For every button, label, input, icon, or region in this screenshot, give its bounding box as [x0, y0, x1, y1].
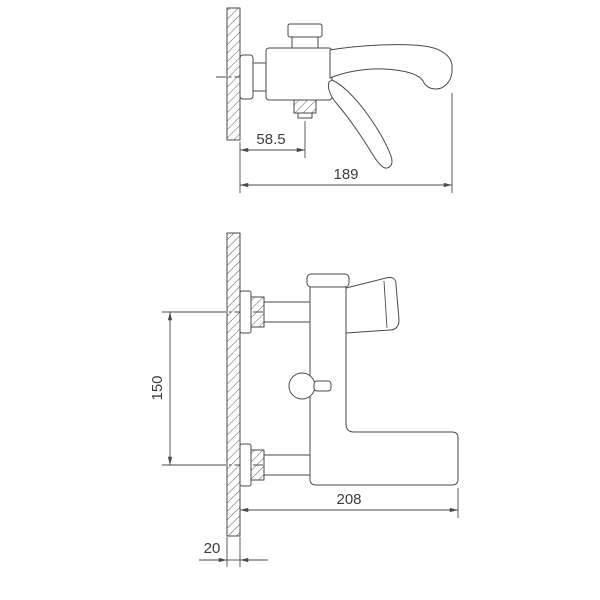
- dimension-label-overall-depth: 189: [333, 166, 358, 183]
- top-connector-nut: [250, 296, 265, 328]
- bottom-connector-nut: [250, 449, 265, 481]
- handle-contour-line: [383, 280, 388, 329]
- top-wall-flange: [239, 290, 252, 334]
- side-view: [216, 7, 453, 169]
- front-view: [216, 232, 459, 537]
- side-view-dimensions: 58.5 189: [239, 93, 453, 193]
- diverter-lever: [313, 380, 332, 392]
- wall-flange-side: [239, 54, 254, 100]
- dimension-label-wall-to-outlet: 58.5: [256, 131, 285, 148]
- spout-side: [329, 44, 453, 90]
- faucet-body-side: [265, 47, 333, 101]
- bottom-wall-flange: [239, 443, 252, 487]
- cartridge-cap-side: [287, 23, 323, 38]
- dimension-label-inlet-spacing: 150: [149, 375, 166, 400]
- bottom-inlet-stub: [263, 454, 313, 476]
- dimension-label-wall-thickness: 20: [204, 540, 221, 557]
- connector-nut-side: [252, 62, 268, 92]
- cartridge-cap-front: [306, 273, 350, 288]
- faucet-body-front: [309, 283, 459, 486]
- top-inlet-stub: [263, 301, 313, 323]
- dimension-label-overall-length: 208: [336, 491, 361, 508]
- diverter-knob: [288, 372, 316, 400]
- handle-lever-side: [327, 79, 393, 169]
- handle-front: [345, 276, 400, 334]
- shower-outlet-cap-side: [297, 112, 313, 119]
- wall-section-front: [226, 232, 241, 537]
- wall-section-side: [226, 7, 241, 141]
- front-view-dimensions: 150 208 20: [149, 311, 459, 567]
- shower-outlet-side: [293, 99, 317, 114]
